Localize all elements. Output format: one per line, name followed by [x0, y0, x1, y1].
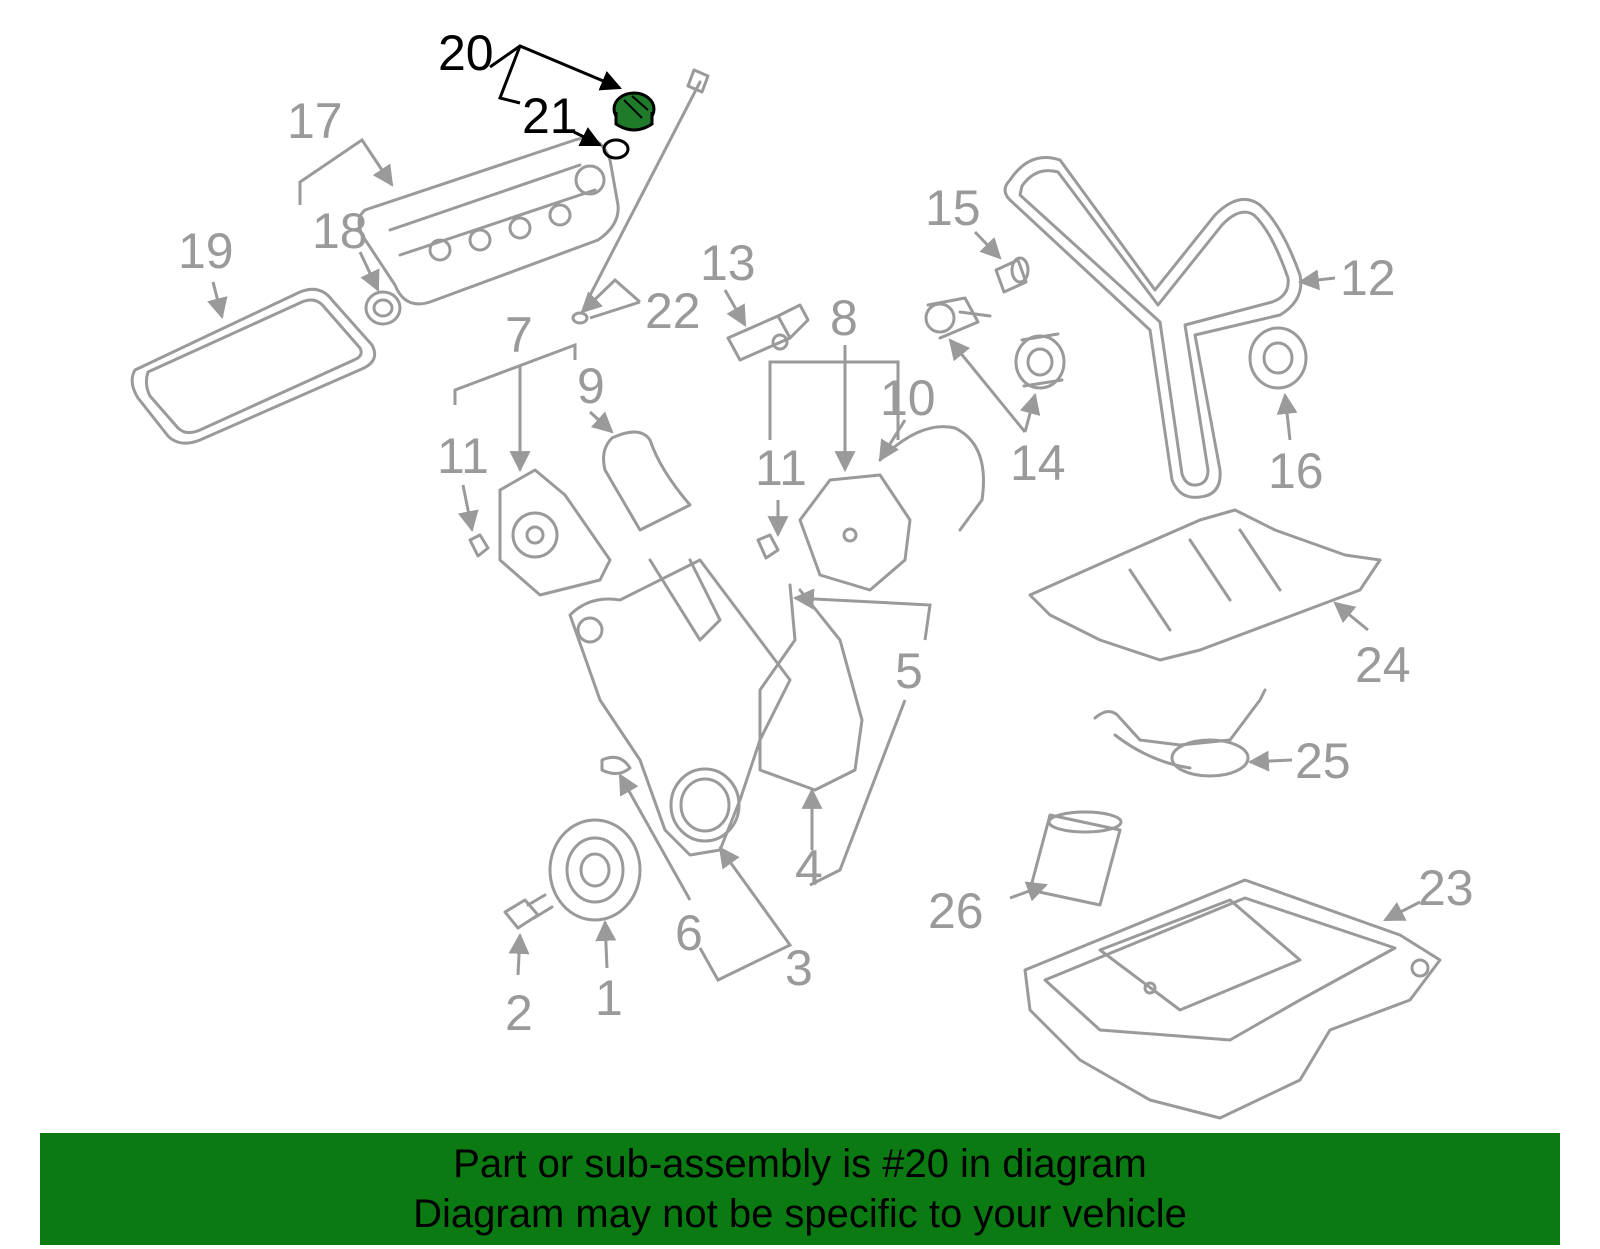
callout-20: 20	[438, 25, 494, 81]
leader-6	[618, 773, 692, 901]
callout-15: 15	[925, 180, 981, 236]
cover-clip-right	[756, 533, 780, 560]
tensioner-pulley	[1014, 332, 1066, 390]
callout-12: 12	[1340, 250, 1396, 306]
oil-pickup-tube	[1093, 688, 1267, 778]
oil-filler-cap	[612, 91, 656, 132]
callout-14: 14	[1010, 435, 1066, 491]
valve-cover-gasket	[130, 287, 377, 445]
timing-belt	[1003, 156, 1303, 499]
leader-16	[1276, 392, 1298, 441]
leader-11-left	[457, 484, 479, 533]
callout-1: 1	[595, 970, 623, 1026]
callout-21: 21	[522, 88, 578, 144]
crankshaft-pulley	[548, 818, 642, 922]
callout-19: 19	[178, 223, 234, 279]
leader-5	[792, 588, 932, 641]
crankshaft-washer	[600, 755, 632, 775]
leader-18	[358, 251, 380, 292]
callout-11-right: 11	[755, 440, 807, 496]
camshaft-position-sensor	[726, 303, 810, 362]
leader-25	[1247, 750, 1293, 772]
callout-22: 22	[645, 283, 701, 339]
leader-19	[207, 281, 228, 320]
callout-25: 25	[1295, 733, 1351, 789]
callout-23: 23	[1418, 860, 1474, 916]
caption-banner: Part or sub-assembly is #20 in diagram D…	[40, 1133, 1560, 1245]
oil-dipstick	[571, 68, 710, 325]
timing-cover-gasket-9	[602, 430, 692, 532]
timing-cover-gasket-10	[878, 425, 985, 532]
timing-cover-seal	[758, 583, 864, 792]
callout-9: 9	[577, 358, 605, 414]
leader-14	[948, 338, 1027, 433]
leader-1	[595, 919, 617, 969]
oil-pan	[1023, 878, 1442, 1120]
leader-17	[298, 137, 394, 205]
leader-10	[878, 419, 907, 462]
leader-8	[768, 360, 900, 440]
leader-24	[1333, 601, 1369, 632]
leader-3	[698, 846, 793, 982]
callout-13: 13	[700, 235, 756, 291]
leader-20	[489, 44, 622, 91]
callout-26: 26	[928, 883, 984, 939]
callout-3: 3	[785, 940, 813, 996]
caption-line-1: Part or sub-assembly is #20 in diagram	[453, 1142, 1147, 1186]
leader-23	[1383, 900, 1421, 922]
timing-belt-cover-lower	[568, 558, 792, 857]
thermostat-housing	[994, 256, 1030, 294]
callout-24: 24	[1355, 637, 1411, 693]
leader-13	[723, 289, 747, 327]
callout-2: 2	[505, 985, 533, 1041]
timing-belt-cover-upper-right	[798, 473, 912, 592]
callout-11-left: 11	[437, 428, 489, 484]
leader-26	[1009, 881, 1048, 902]
callout-4: 4	[795, 840, 823, 896]
leader-9	[588, 410, 614, 434]
crankshaft-pulley-bolt	[503, 893, 554, 930]
callout-10: 10	[880, 370, 936, 426]
valve-cover	[357, 136, 620, 306]
cover-clip-left	[468, 533, 490, 558]
leader-15	[973, 230, 1002, 260]
timing-belt-cover-upper-left	[498, 468, 612, 597]
idler-pulley	[1248, 326, 1308, 390]
leader-22	[580, 277, 641, 314]
leader-2	[508, 932, 530, 976]
callout-7: 7	[505, 307, 533, 363]
leader-12	[1297, 269, 1336, 291]
caption-line-2: Diagram may not be specific to your vehi…	[413, 1192, 1187, 1236]
callout-8: 8	[830, 290, 858, 346]
callout-17: 17	[287, 93, 343, 149]
callout-16: 16	[1268, 443, 1324, 499]
water-outlet	[924, 296, 992, 340]
leader-7	[453, 342, 577, 405]
spark-plug-seal	[364, 290, 402, 326]
callout-6: 6	[675, 905, 703, 961]
oil-pan-baffle	[1028, 508, 1382, 662]
leader-21	[573, 127, 602, 147]
oil-filter	[1028, 810, 1123, 907]
callout-18: 18	[312, 203, 368, 259]
oil-filler-cap-o-ring	[602, 138, 630, 160]
callout-5: 5	[895, 643, 923, 699]
